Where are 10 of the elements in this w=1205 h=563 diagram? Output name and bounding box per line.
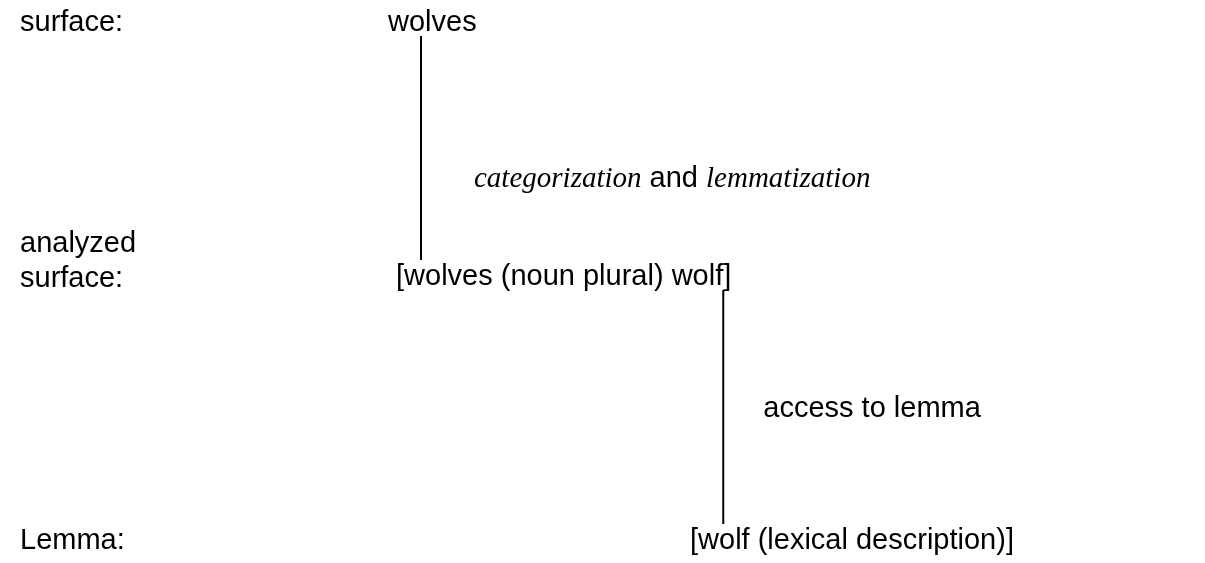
- edge-label: access to lemma: [763, 392, 981, 422]
- node-text: wolves: [388, 6, 477, 36]
- level-label: Lemma:: [20, 524, 125, 554]
- level-label: surface:: [20, 6, 124, 36]
- connector-line: [420, 35, 422, 261]
- connector-line: [722, 289, 725, 525]
- edge-label: categorization and lemmatization: [474, 162, 871, 192]
- node-text: [wolves (noun plural) wolf]: [396, 260, 732, 290]
- level-label: analyzed surface:: [20, 225, 138, 295]
- node-text: [wolf (lexical description)]: [690, 524, 1014, 554]
